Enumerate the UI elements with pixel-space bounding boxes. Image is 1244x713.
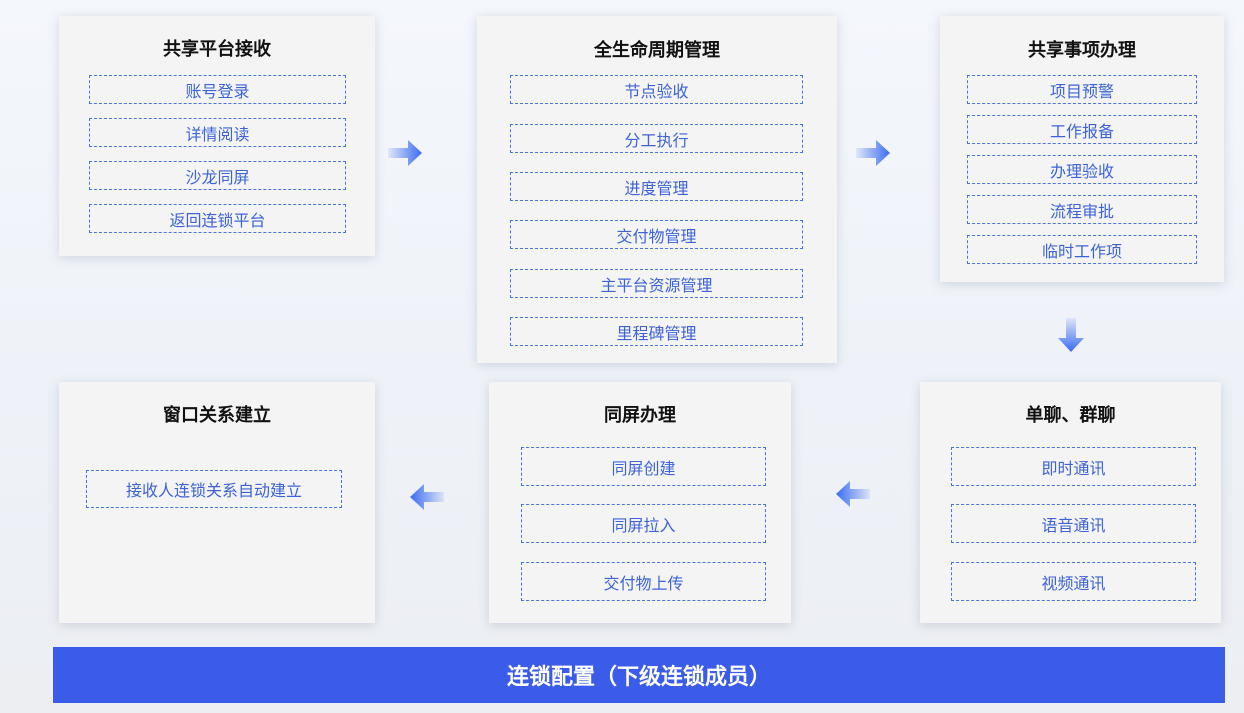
item-detail-reading[interactable]: 详情阅读 [89, 118, 346, 147]
item-same-screen-pull-in[interactable]: 同屏拉入 [521, 504, 766, 543]
card-same-screen: 同屏办理 同屏创建 同屏拉入 交付物上传 [489, 382, 791, 623]
item-return-chain-platform[interactable]: 返回连锁平台 [89, 204, 346, 233]
card-title: 共享事项办理 [1028, 40, 1136, 61]
arrow-left-icon [836, 481, 870, 507]
item-instant-messaging[interactable]: 即时通讯 [951, 447, 1196, 486]
card-title: 同屏办理 [604, 405, 676, 426]
item-handle-acceptance[interactable]: 办理验收 [967, 155, 1197, 184]
item-deliverable-management[interactable]: 交付物管理 [510, 220, 803, 249]
item-progress-management[interactable]: 进度管理 [510, 172, 803, 201]
arrow-down-icon [1058, 318, 1084, 352]
card-shared-matters: 共享事项办理 项目预警 工作报备 办理验收 流程审批 临时工作项 [940, 16, 1224, 282]
card-chat: 单聊、群聊 即时通讯 语音通讯 视频通讯 [920, 382, 1221, 623]
arrow-right-icon [856, 140, 890, 166]
item-node-acceptance[interactable]: 节点验收 [510, 75, 803, 104]
item-salon-same-screen[interactable]: 沙龙同屏 [89, 161, 346, 190]
item-same-screen-create[interactable]: 同屏创建 [521, 447, 766, 486]
item-work-report[interactable]: 工作报备 [967, 115, 1197, 144]
card-lifecycle-management: 全生命周期管理 节点验收 分工执行 进度管理 交付物管理 主平台资源管理 里程碑… [477, 16, 837, 363]
chain-config-banner: 连锁配置（下级连锁成员） [53, 647, 1225, 703]
item-project-warning[interactable]: 项目预警 [967, 75, 1197, 104]
item-main-platform-resource[interactable]: 主平台资源管理 [510, 269, 803, 298]
card-shared-platform-receive: 共享平台接收 账号登录 详情阅读 沙龙同屏 返回连锁平台 [59, 16, 375, 256]
card-title: 窗口关系建立 [163, 405, 271, 426]
arrow-right-icon [388, 140, 422, 166]
arrow-left-icon [410, 484, 444, 510]
item-milestone-management[interactable]: 里程碑管理 [510, 317, 803, 346]
item-video-communication[interactable]: 视频通讯 [951, 562, 1196, 601]
item-temporary-work[interactable]: 临时工作项 [967, 235, 1197, 264]
card-window-relation: 窗口关系建立 接收人连锁关系自动建立 [59, 382, 375, 623]
item-auto-chain-relation[interactable]: 接收人连锁关系自动建立 [86, 470, 342, 508]
chain-config-label: 连锁配置（下级连锁成员） [506, 665, 771, 690]
item-process-approval[interactable]: 流程审批 [967, 195, 1197, 224]
item-division-execution[interactable]: 分工执行 [510, 124, 803, 153]
card-title: 全生命周期管理 [594, 40, 720, 61]
item-deliverable-upload[interactable]: 交付物上传 [521, 562, 766, 601]
item-account-login[interactable]: 账号登录 [89, 75, 346, 104]
card-title: 共享平台接收 [163, 39, 271, 60]
card-title: 单聊、群聊 [1025, 405, 1116, 426]
item-voice-communication[interactable]: 语音通讯 [951, 504, 1196, 543]
